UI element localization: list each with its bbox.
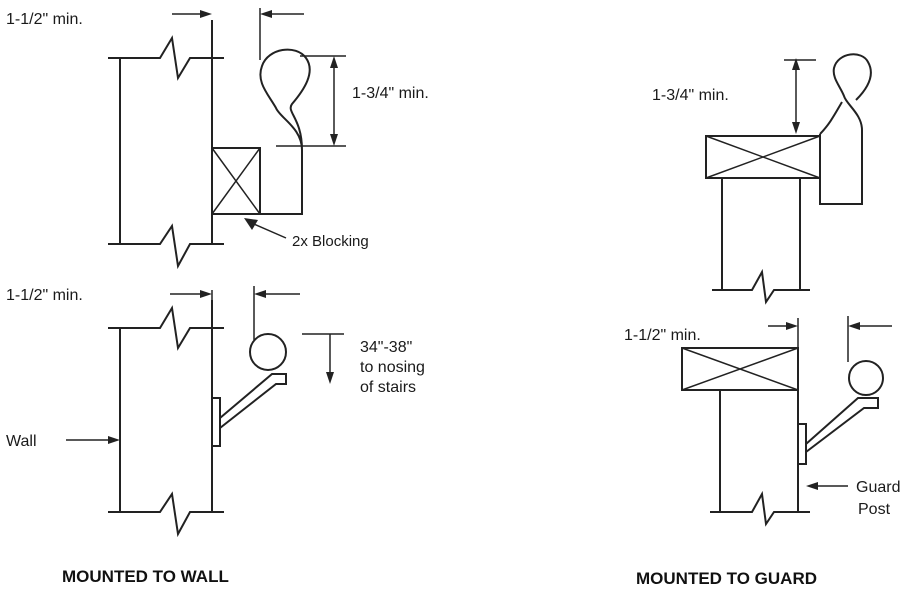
wall-top-horizontal-dim: 1-1/2" min. <box>6 11 83 28</box>
wall-label: Wall <box>6 433 37 450</box>
wall-top-vertical-dim: 1-3/4" min. <box>352 85 429 102</box>
wall-bottom-horizontal-dim: 1-1/2" min. <box>6 287 83 304</box>
height-line-3: of stairs <box>360 379 416 396</box>
height-line-2: to nosing <box>360 359 425 376</box>
bracket-arm <box>219 373 287 429</box>
wall-bracket-plate <box>211 397 221 447</box>
wall-top-section <box>108 8 346 270</box>
guard-round-handrail <box>848 360 884 396</box>
guard-bracket-plate <box>797 423 807 465</box>
wall-bottom-section <box>66 286 344 538</box>
height-line-1: 34"-38" <box>360 339 412 356</box>
handrail-profile <box>259 48 311 215</box>
caption-guard: MOUNTED TO GUARD <box>636 569 817 588</box>
round-handrail <box>249 333 287 371</box>
guard-bracket-arm <box>805 397 879 453</box>
guard-top-section <box>705 53 872 305</box>
caption-wall: MOUNTED TO WALL <box>62 567 229 586</box>
guard-bottom-section <box>681 316 892 527</box>
guard-cap-block-2 <box>681 347 799 391</box>
guard-top-vertical-dim: 1-3/4" min. <box>652 87 729 104</box>
guard-post-line-1: Guard <box>856 479 900 496</box>
guard-post-line-2: Post <box>858 501 891 518</box>
guard-bottom-horizontal-dim: 1-1/2" min. <box>624 327 701 344</box>
guard-handrail-profile <box>819 53 872 205</box>
blocking-label: 2x Blocking <box>292 233 369 250</box>
